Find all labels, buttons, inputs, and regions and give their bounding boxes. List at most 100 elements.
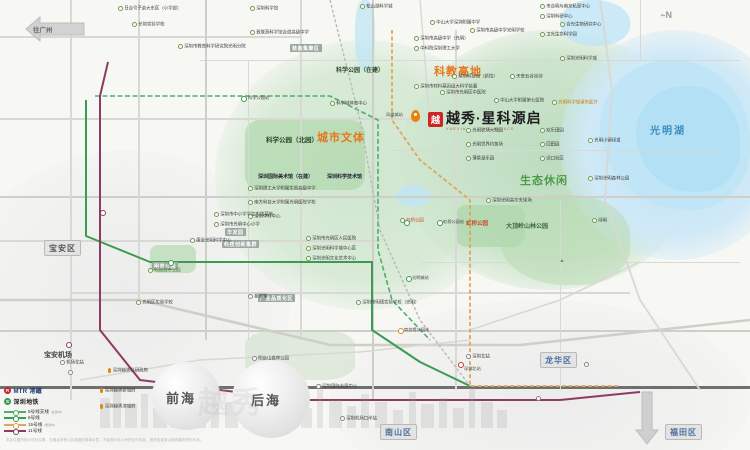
poi-center-5: 南方科技大学附属光明医院学校 [248,200,315,205]
brand-name-cn: 越秀·星科源启 [446,110,542,126]
legend-operator-szmetro-label: 深圳地铁 [13,399,39,406]
station-dot-shenzhen-bei[interactable] [458,362,464,368]
poi-top-17: 中科院深圳理工大学 [414,46,460,51]
poi-top-7: 深圳市教育科学研究院光明分院 [178,44,245,49]
poi-center-14: 深圳光明文化艺术中心 [306,256,356,261]
poi-center-15: 明湖城市公园 [148,268,180,273]
extra-poi-longhua-2 [536,396,542,401]
legend-line-15-swatch [4,422,26,429]
compass-north-icon: ⌁N [660,10,672,20]
station-dot-guangming-cheng[interactable] [406,276,412,282]
road-h-7 [0,386,750,389]
road-v-3 [205,0,207,340]
poi-center-16: 光明区实验学校 [136,300,173,305]
landmark-houhai-circle [232,360,310,438]
legend-line-15-label: 15号线 [28,421,43,427]
poi-right-9: 光明小镇绿道 [588,138,620,143]
station-dot-hongqiao[interactable] [437,220,443,226]
district-badge-futian: 福田区 [665,424,702,440]
poi-center-18: 新湖路 [248,294,267,299]
road-v-2 [138,0,140,300]
transport-point-8: 阳台山森林公园 [252,356,289,361]
road-h-3 [0,196,750,199]
landmark-qianhai-label: 前海 [166,391,197,406]
transport-point-1: 深圳越秀新城府 [100,388,136,393]
legend-line-15-row: 15号线 (规划中) [4,421,62,429]
legend-line-6-label: 6号线 [28,415,40,421]
poi-center-1: 科学公园（北园） [266,137,318,144]
legend-line-6-branch-label: 6号线支线 [28,408,49,414]
transport-point-2: 深圳越秀滨城府 [100,404,136,409]
poi-right-8: 绿明 [592,218,607,223]
legend-line-6-swatch [4,416,26,423]
legend-line-11-swatch [4,429,26,436]
station-dot-shangwu[interactable] [398,328,404,334]
poi-center-3: 深圳科学技术馆 [327,174,363,180]
poi-top-10: 长圳实验学校 [132,22,164,27]
szmetro-logo-icon: S [4,397,11,405]
poi-right-11: 虹桥公园 [466,221,489,227]
road-v-5 [372,0,375,400]
poi-center-9: 深圳市光明中心小学 [214,222,260,227]
station-dot-kexue-gongyuan[interactable] [241,96,247,102]
poi-top-11: 中山大学附属第七医院 [494,98,544,103]
map-disclaimer: 本区位图所标示项目位置，交通及其他公共设施的简单示意，不能视为本公司的交付标准，… [6,438,204,442]
zone-label-shengtai-xiuxian: 生态休闲 [520,175,568,187]
subzone-tag-chanye: 产业品质化区 [258,294,296,302]
poi-top-20: 深圳市材料基因组大科学装置 [414,84,477,89]
poi-top-8: 致联燕科学馆合道高级中学 [250,30,309,35]
poi-center-11: 深圳市光明区人民医院 [306,236,356,241]
river-west [355,0,375,70]
mtr-logo-icon: R [4,387,11,394]
district-badge-nanshan: 南山区 [380,424,417,440]
transport-point-0: 深圳越秀科研政府 [108,368,148,373]
road-v-7 [560,200,562,390]
map-legend: R MTR 港鐵 S 深圳地铁 6号线支线 (在建中) 6号线 15号线 (规划… [4,386,62,436]
poi-right-1: 欢乐田园 [540,128,564,133]
station-label-kexue-gongyuan: 科学公园站 [248,95,269,100]
poi-center-12: 唐坐光明科学中心 [190,238,231,243]
station-dot-mingjun[interactable] [168,260,174,266]
subzone-tag-huafa: 华发园 [225,228,246,236]
poi-right-4: 薄景源乐园 [466,156,494,161]
road-h-1 [0,36,300,38]
zone-label-chengshi-wenti: 城市文体 [317,132,365,144]
poi-center-6: 深圳理工大学附属实验高级中学 [248,186,315,191]
poi-top-13: 深圳市光明区中医院 [440,90,486,95]
legend-line-15-note: (规划中) [44,422,56,427]
poi-center-0: 科学公园（在建） [336,68,385,74]
station-dot-hongye[interactable] [404,220,410,226]
arrow-to-guangzhou-label: 往广州 [33,27,53,34]
subzone-tag-kejichuangxin: 科技创新集群 [222,240,260,248]
poi-right-10: 深圳光明森林公园 [588,176,629,181]
station-label-hongqiao: 虹桥公园站 [443,219,464,224]
poi-center-8: 深圳市中小学学生实践基地 [214,212,273,217]
poi-right-2: 光明世界约鱼场 [466,142,503,147]
station-label-guangming-cheng: 光明城站 [412,275,429,280]
poi-top-3: 中山大学深圳附属中学 [430,20,480,25]
poi-top-2: 深圳科学馆 [250,6,278,11]
station-dot-baodian[interactable] [100,210,106,216]
brand-logo-mark: 越 [428,112,443,127]
road-v-1 [70,0,72,400]
station-label-fengdian: 凤凰城站 [386,112,403,117]
poi-right-3: 回田园 [540,142,559,147]
arrow-to-guangzhou [25,15,85,43]
road-v-8 [640,0,642,60]
station-dot-baoan-airport[interactable] [66,342,72,348]
landmark-houhai-label: 后海 [251,393,282,408]
poi-right-0: 光明农场大观园 [466,128,503,133]
road-h-8 [200,60,740,62]
legend-operator-szmetro: S 深圳地铁 [4,397,62,406]
mountain-icon: ⛰ [560,258,564,263]
road-h-2 [0,118,420,120]
legend-line-6-branch-swatch [4,409,26,416]
poi-right-7: 大顶岭山林公园 [506,224,549,230]
poi-center-10: 虹桥公园 [400,218,424,223]
station-label-shangwu: 商务馆公园站 [404,327,430,332]
poi-center-13: 深圳光明科学城中心区 [306,246,356,251]
poi-center-2: 深圳国际美术馆（在建） [258,174,314,180]
transport-point-4: 深圳国际会展中心 [316,384,357,389]
station-label-baoan-airport: 宝安机场 [44,352,72,359]
